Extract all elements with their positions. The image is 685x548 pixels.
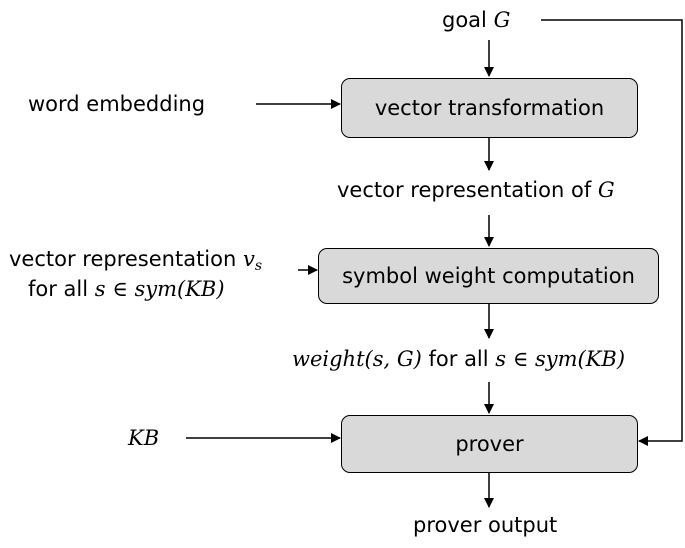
- vector-rep-of-g-symbol: G: [597, 178, 615, 202]
- prover-label: prover: [455, 432, 524, 456]
- vector-rep-of-g-label: vector representation of G: [337, 177, 615, 203]
- weight-for-all-text: for all: [428, 347, 489, 371]
- prover-output-label: prover output: [413, 513, 558, 537]
- vector-rep-vs-text: vector representation: [9, 247, 237, 271]
- prover-box: prover: [341, 415, 638, 473]
- kb-label: KB: [128, 426, 160, 450]
- symbol-weight-computation-box: symbol weight computation: [318, 248, 659, 304]
- vector-transformation-box: vector transformation: [341, 78, 638, 138]
- vector-rep-vs-subscript: s: [254, 258, 263, 274]
- for-all-sym-label: for all s ∈ sym(KB): [28, 276, 225, 302]
- vector-rep-vs-label: vector representation vs: [9, 246, 262, 279]
- goal-label: goal G: [442, 7, 510, 33]
- symbol-weight-computation-label: symbol weight computation: [342, 264, 635, 288]
- for-all-text: for all: [28, 277, 89, 301]
- goal-symbol: G: [493, 8, 511, 32]
- for-all-math: s ∈ sym(KB): [94, 277, 225, 301]
- vector-transformation-label: vector transformation: [374, 96, 605, 120]
- weight-for-all-math: s ∈ sym(KB): [495, 347, 626, 371]
- vector-rep-vs-symbol: v: [243, 247, 255, 271]
- weight-label: weight(s, G) for all s ∈ sym(KB): [292, 346, 625, 372]
- arrow-goal-to-prover: [541, 19, 683, 446]
- weight-math: weight(s, G): [292, 347, 422, 371]
- goal-text: goal: [442, 8, 487, 32]
- word-embedding-label: word embedding: [28, 92, 206, 116]
- vector-rep-of-g-text: vector representation of: [337, 178, 592, 202]
